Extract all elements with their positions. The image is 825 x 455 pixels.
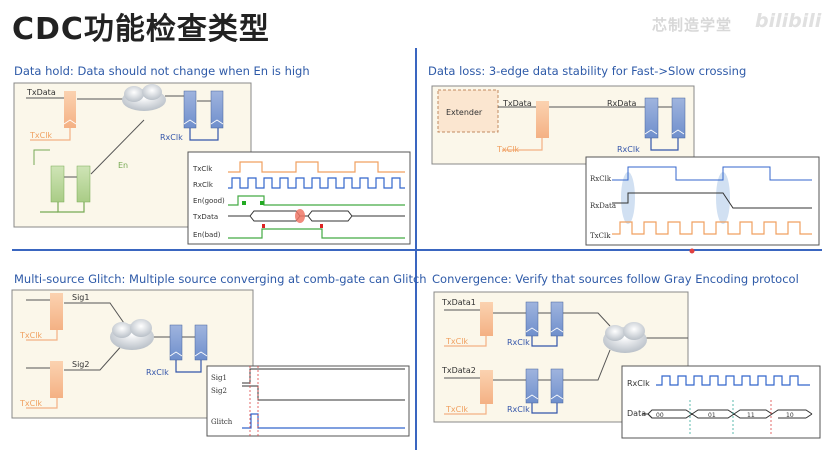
q2-rxclk-label: RxClk — [617, 145, 640, 154]
q4-rxclk1-label: RxClk — [507, 338, 530, 347]
q2-rx-flop-1 — [644, 97, 659, 139]
q4-caption: Convergence: Verify that sources follow … — [432, 272, 799, 286]
q3-txclk2-label: TxClk — [19, 399, 42, 408]
q1-wave-txdata: TxData — [192, 213, 218, 221]
q4-rx-flop-2b — [550, 368, 564, 404]
page-title: CDC功能检查类型 — [12, 12, 270, 47]
q4-txclk1-label: TxClk — [445, 337, 468, 346]
q4-data-v0: 00 — [656, 412, 664, 419]
q4-wave-rxclk: RxClk — [627, 379, 650, 388]
q2-rxdata-label: RxData — [607, 99, 636, 108]
q4-rxclk2-label: RxClk — [507, 405, 530, 414]
q2-wave-rxdata: RxData — [590, 202, 616, 210]
q1-en-label: En — [118, 161, 128, 170]
q1-rx-flop-2 — [210, 90, 224, 129]
q4-rx-flop-1b — [550, 301, 564, 337]
q1-en-flop-1 — [50, 165, 65, 203]
q4-data-v1: 01 — [708, 412, 716, 419]
q4-txdata1-label: TxData1 — [441, 298, 476, 307]
q1-txdata-label: TxData — [26, 88, 56, 97]
q3-sig2-label: Sig2 — [72, 360, 89, 369]
q1-txclk-label: TxClk — [29, 131, 52, 140]
q4-txclk2-label: TxClk — [445, 405, 468, 414]
q1-rxclk-label: RxClk — [160, 133, 183, 142]
q2-extender-block — [437, 89, 499, 133]
q4-tx-flop-1 — [480, 302, 493, 336]
q2-extender-label: Extender — [446, 108, 483, 117]
q1-wave-en-good: En(good) — [193, 197, 225, 205]
q3-caption: Multi-source Glitch: Multiple source con… — [14, 272, 427, 286]
q1-wave-en-bad: En(bad) — [193, 231, 221, 239]
watermark-text: 芯制造学堂 — [652, 16, 733, 34]
q4-txdata2-label: TxData2 — [441, 366, 476, 375]
q1-wave-rxclk: RxClk — [193, 181, 214, 189]
q4-wave-data: Data — [627, 409, 646, 418]
q3-sig1-label: Sig1 — [72, 293, 89, 302]
q2-wave-txclk: TxClk — [590, 232, 611, 240]
q1-caption: Data hold: Data should not change when E… — [14, 64, 310, 78]
q1-comb-logic-cloud — [122, 84, 166, 111]
q2-caption: Data loss: 3-edge data stability for Fas… — [428, 64, 746, 78]
q3-rxclk-label: RxClk — [146, 368, 169, 377]
q4-rx-flop-2a — [525, 368, 539, 404]
q1-en-flop-2 — [76, 165, 91, 203]
q2-tx-flop — [536, 101, 549, 138]
q1-rx-flop-1 — [183, 90, 197, 129]
q3-waveform-panel — [206, 365, 410, 437]
q4-comb-logic-cloud — [603, 322, 647, 353]
q2-txdata-label: TxData — [502, 99, 532, 108]
q3-tx-flop-2 — [50, 361, 63, 398]
q1-wave-txclk: TxClk — [192, 165, 213, 173]
q4-data-v2: 11 — [747, 412, 755, 419]
q4-data-v3: 10 — [786, 412, 794, 419]
bilibili-logo: bilibili — [755, 10, 822, 32]
q3-tx-flop-1 — [50, 293, 63, 330]
q2-rx-flop-2 — [671, 97, 686, 139]
q4-waveform-panel — [621, 365, 821, 439]
q2-waveform-panel — [585, 156, 820, 246]
q3-wave-sig1: Sig1 — [211, 374, 227, 382]
q2-wave-rxclk: RxClk — [590, 175, 612, 183]
q3-txclk1-label: TxClk — [19, 331, 42, 340]
q4-tx-flop-2 — [480, 370, 493, 404]
q3-wave-sig2: Sig2 — [211, 387, 227, 395]
q4-rx-flop-1a — [525, 301, 539, 337]
q3-wave-glitch: Glitch — [211, 418, 233, 426]
q3-rx-flop-2 — [194, 324, 208, 361]
q3-rx-flop-1 — [169, 324, 183, 361]
q1-tx-flop — [64, 91, 76, 128]
q2-txclk-label: TxClk — [496, 145, 519, 154]
q3-comb-logic-cloud — [110, 319, 154, 350]
